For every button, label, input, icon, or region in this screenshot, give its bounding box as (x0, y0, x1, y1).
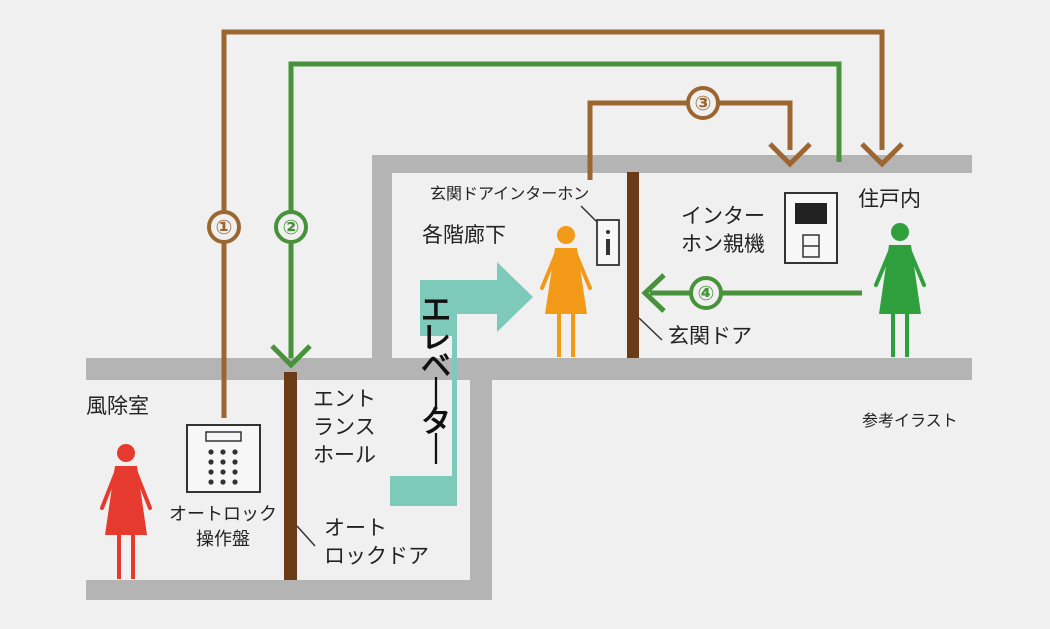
keypad-buttons (208, 449, 238, 485)
vestibule-label: 風除室 (86, 394, 149, 418)
keypad-panel-display (205, 431, 242, 442)
step-4-number: ④ (698, 281, 715, 305)
wall-main-horizontal (86, 358, 972, 380)
wall-upper-floor-left (372, 155, 392, 368)
reference-illustration-label: 参考イラスト (862, 411, 958, 430)
door-intercom-button (606, 239, 610, 255)
step-3-badge (686, 86, 720, 120)
entrance-hall-label-line3: ホール (313, 443, 376, 467)
autolock-panel-label-line1: オートロック (169, 504, 277, 525)
autolock-door-label-line2: ロックドア (324, 544, 429, 568)
route-1-arrowhead (860, 142, 904, 168)
elevator-label-char: レ (421, 321, 451, 356)
wall-upper-floor-top (372, 155, 972, 173)
route-1: ① (207, 29, 904, 418)
entrance-hall-label-line1: エント (313, 387, 376, 411)
floor-corridor-label: 各階廊下 (422, 223, 506, 247)
step-2-number: ② (283, 215, 300, 239)
route-2: ② (270, 61, 842, 369)
route-3: ③ (587, 86, 812, 180)
step-3-number: ③ (695, 91, 712, 115)
keypad-panel-icon (186, 424, 261, 493)
intercom-master-label-line2: ホン親機 (681, 232, 765, 256)
route-3-arrowhead (768, 142, 812, 168)
door-intercom-camera (606, 230, 610, 234)
person-orange-icon (540, 226, 592, 357)
elevator-arrow (390, 262, 533, 506)
person-green-icon (874, 223, 926, 357)
wall-entrance-right (470, 368, 492, 600)
intercom-master-label-line1: インター (681, 204, 765, 228)
autolock-panel-label-line2: 操作盤 (196, 529, 250, 550)
elevator-label-char: ｜ (421, 377, 451, 412)
route-4: ④ (641, 273, 862, 313)
wall-ground-floor (86, 580, 492, 600)
route-4-arrowhead (641, 273, 666, 313)
step-4-badge (689, 276, 723, 310)
elevator-label-char: ｜ (421, 433, 451, 468)
step-2-badge (274, 210, 308, 244)
entrance-hall-label-line2: ランス (313, 415, 376, 439)
elevator-label-char: エ (421, 293, 451, 328)
autolock-door-leader-line (296, 525, 316, 547)
elevator-label-char: タ (421, 405, 451, 440)
autolock-door-label-line1: オート (324, 516, 387, 540)
master-unit-screen (795, 203, 827, 224)
route-2-arrowhead (270, 344, 312, 369)
inside-unit-label: 住戸内 (858, 187, 921, 211)
elevator-label: エレベ｜タ｜ (421, 293, 451, 468)
front-door-intercom-label: 玄関ドアインターホン (430, 184, 589, 203)
door-intercom-leader-line (580, 205, 598, 223)
step-1-badge (207, 210, 241, 244)
step-1-number: ① (216, 215, 233, 239)
walls (86, 155, 972, 600)
door-intercom-icon (596, 219, 620, 266)
front-door-leader-line (638, 317, 663, 341)
front-door (627, 172, 639, 358)
person-red-icon (100, 444, 152, 579)
elevator-label-char: ベ (421, 349, 451, 384)
autolock-door (284, 372, 297, 580)
front-door-label: 玄関ドア (668, 324, 752, 348)
intercom-master-unit-icon (784, 192, 838, 264)
